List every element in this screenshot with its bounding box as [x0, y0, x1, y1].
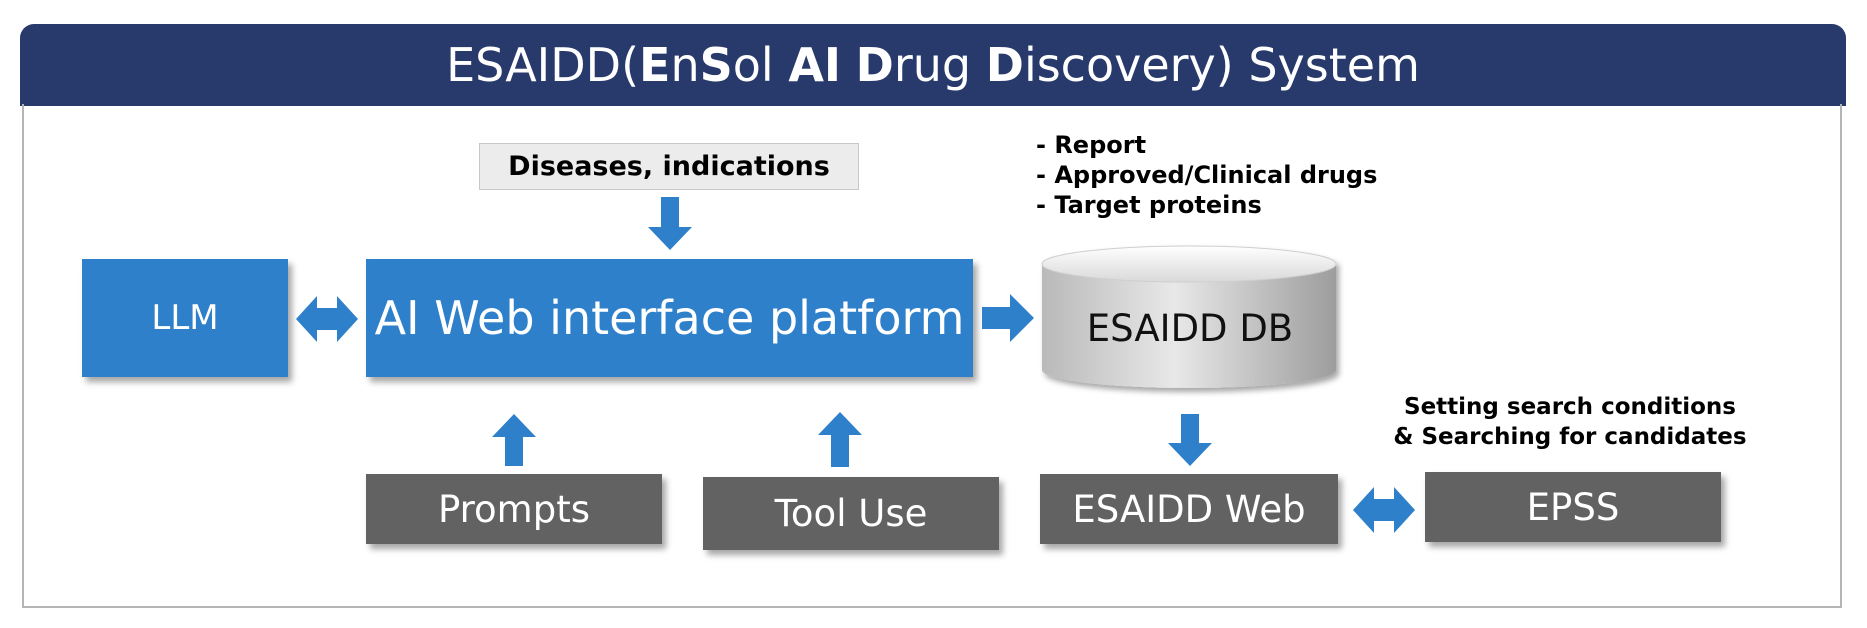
arrow-bidirectional-web-epss: [1353, 487, 1415, 533]
arrow-right-platform-to-db: [982, 294, 1034, 342]
arrow-bidirectional-llm-platform: [296, 296, 358, 342]
tool-use-box: Tool Use: [703, 477, 999, 550]
prompts-label: Prompts: [437, 487, 590, 531]
title-segment: ol: [732, 38, 789, 92]
ai-web-platform-box: AI Web interface platform: [366, 259, 973, 377]
tool-use-label: Tool Use: [774, 492, 928, 535]
diseases-indications-label: Diseases, indications: [508, 151, 830, 182]
arrow-up-prompts-to-platform: [492, 414, 536, 466]
db-contents-item: - Approved/Clinical drugs: [1036, 161, 1378, 189]
search-conditions-note: Setting search conditions & Searching fo…: [1360, 392, 1780, 452]
epss-label: EPSS: [1526, 485, 1620, 529]
db-contents-list: - Report - Approved/Clinical drugs - Tar…: [1036, 130, 1377, 220]
llm-label: LLM: [151, 298, 219, 338]
title-segment: n: [670, 38, 700, 92]
title-segment: AI: [788, 38, 842, 92]
esaidd-db-label: ESAIDD DB: [1086, 307, 1294, 350]
arrow-down-db-to-web: [1168, 414, 1212, 466]
ai-web-platform-label: AI Web interface platform: [374, 291, 965, 345]
diseases-indications-box: Diseases, indications: [479, 143, 859, 190]
llm-box: LLM: [82, 259, 288, 377]
title-segment: E: [639, 38, 671, 92]
diagram-frame: [22, 104, 1842, 608]
title-segment: [841, 38, 856, 92]
title-segment: D: [855, 38, 894, 92]
title-segment: S: [699, 38, 733, 92]
title-segment: iscovery) System: [1023, 38, 1420, 92]
epss-box: EPSS: [1425, 472, 1721, 542]
esaidd-web-box: ESAIDD Web: [1040, 474, 1338, 544]
title-segment: D: [985, 38, 1024, 92]
search-note-line: Setting search conditions: [1404, 394, 1736, 420]
prompts-box: Prompts: [366, 474, 662, 544]
db-contents-item: - Target proteins: [1036, 191, 1262, 219]
title-segment: rug: [893, 38, 986, 92]
search-note-line: & Searching for candidates: [1393, 424, 1747, 450]
arrow-down-diseases-to-platform: [648, 197, 692, 250]
esaidd-web-label: ESAIDD Web: [1072, 487, 1306, 531]
arrow-up-tooluse-to-platform: [818, 412, 862, 467]
db-contents-item: - Report: [1036, 131, 1147, 159]
esaidd-db-cylinder: [1041, 245, 1337, 388]
title-segment: ESAIDD(: [446, 38, 640, 92]
